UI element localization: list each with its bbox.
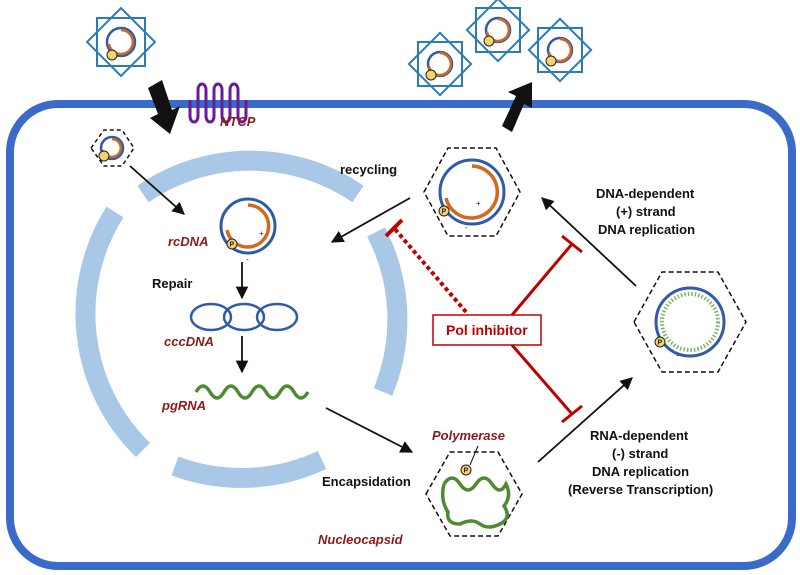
cccdna-icon bbox=[189, 302, 299, 332]
rna-dependent-line3: DNA replication bbox=[592, 464, 689, 479]
pgrna-label: pgRNA bbox=[161, 398, 206, 413]
inhibitor-plus-strand-bar bbox=[561, 234, 583, 254]
virion-entering-icon bbox=[85, 6, 157, 78]
minus-p-badge: P bbox=[658, 340, 663, 347]
recycling-arrow bbox=[330, 197, 411, 243]
rcdna-label: rcDNA bbox=[168, 234, 208, 249]
cccdna-label: cccDNA bbox=[164, 334, 214, 349]
plus-strand-arrow bbox=[541, 197, 637, 287]
mature-minus-sign: - bbox=[465, 223, 468, 232]
repair-label: Repair bbox=[152, 276, 192, 291]
rna-dependent-line4: (Reverse Transcription) bbox=[568, 482, 713, 497]
virion-released-3-icon bbox=[527, 17, 593, 83]
virion-released-2-icon bbox=[465, 0, 531, 63]
entry-arrow bbox=[148, 80, 180, 134]
pgrna-icon bbox=[194, 384, 310, 400]
inhibitor-recycling-dotted-line bbox=[392, 226, 468, 314]
encapsidation-label: Encapsidation bbox=[322, 474, 411, 489]
immature-p-badge: P bbox=[464, 468, 469, 475]
rcdna-plus-sign: + bbox=[259, 229, 264, 238]
rcdna-minus-sign: - bbox=[246, 255, 249, 264]
entry-to-rcdna-arrow bbox=[129, 165, 185, 215]
minus-strand-arrow bbox=[537, 377, 633, 463]
nucleocapsid-label: Nucleocapsid bbox=[318, 532, 404, 547]
inhibitor-plus-strand-line bbox=[510, 243, 574, 316]
dna-dependent-line2: (+) strand bbox=[616, 204, 676, 219]
release-arrow bbox=[502, 82, 532, 132]
encapsidation-arrow bbox=[325, 407, 414, 453]
rcdna-icon: P + - bbox=[219, 197, 277, 264]
mature-p-badge: P bbox=[442, 209, 447, 216]
recycling-label: recycling bbox=[340, 162, 397, 177]
rna-dependent-line1: RNA-dependent bbox=[590, 428, 689, 443]
nucleus-envelope bbox=[75, 150, 408, 488]
immature-nucleocapsid-icon: P bbox=[425, 445, 523, 537]
rcdna-p-badge: P bbox=[230, 242, 235, 249]
minus-minus-sign: - bbox=[676, 351, 679, 360]
cell-membrane bbox=[6, 100, 796, 570]
dna-dependent-line1: DNA-dependent bbox=[596, 186, 695, 201]
rna-dependent-line2: (-) strand bbox=[612, 446, 668, 461]
virion-released-1-icon bbox=[407, 31, 473, 97]
inhibitor-recycling-bar bbox=[384, 218, 404, 238]
inhibitor-minus-strand-bar bbox=[561, 404, 583, 424]
dna-dependent-line3: DNA replication bbox=[598, 222, 695, 237]
mature-plus-sign: + bbox=[476, 199, 481, 208]
ntcp-label: NTCP bbox=[220, 114, 256, 129]
entering-nucleocapsid-icon bbox=[90, 129, 135, 167]
inhibitor-minus-strand-line bbox=[510, 344, 574, 415]
mature-nucleocapsid-icon: P + - bbox=[423, 147, 521, 237]
minus-strand-nucleocapsid-icon: P - bbox=[633, 271, 747, 373]
pol-inhibitor-box bbox=[432, 314, 542, 346]
ntcp-receptor-icon bbox=[188, 82, 248, 124]
polymerase-label: Polymerase bbox=[432, 428, 505, 443]
pol-inhibitor-label: Pol inhibitor bbox=[446, 322, 528, 338]
